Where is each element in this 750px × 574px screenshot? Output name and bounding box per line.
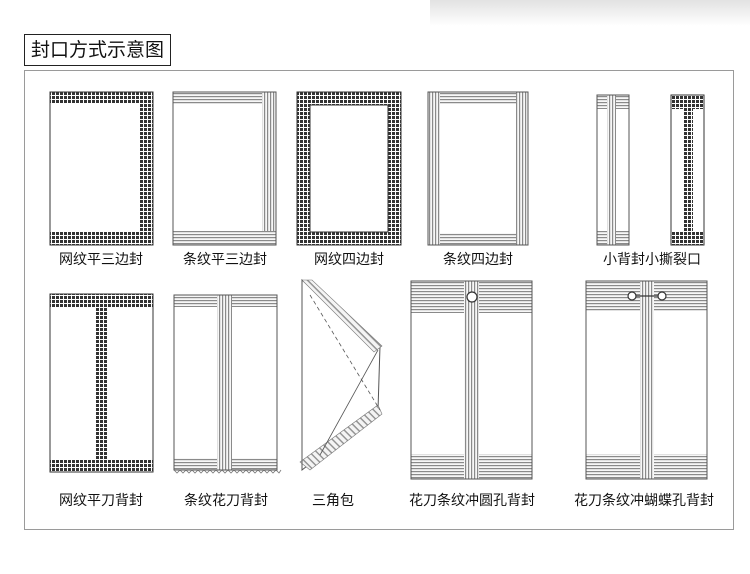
label-mesh-flat-three-side-seal: 网纹平三边封: [59, 252, 143, 268]
small-back-seal-tear-notch-bags: [596, 94, 705, 246]
label-stripe-pinking-back-seal: 条纹花刀背封: [184, 493, 268, 509]
label-pinking-stripe-round-hole-back-seal: 花刀条纹冲圆孔背封: [409, 493, 535, 509]
pinking-stripe-round-hole-back-seal-bag: [410, 280, 533, 480]
top-shadow: [430, 0, 750, 26]
label-small-back-seal-tear-notch: 小背封小撕裂口: [603, 252, 701, 268]
page-title: 封口方式示意图: [24, 34, 172, 66]
mesh-four-side-seal-bag: [296, 91, 402, 246]
label-mesh-four-side-seal: 网纹四边封: [314, 252, 384, 268]
diagram-frame: [24, 70, 734, 530]
label-mesh-flat-knife-back-seal: 网纹平刀背封: [59, 493, 143, 509]
label-stripe-four-side-seal: 条纹四边封: [443, 252, 513, 268]
triangle-pack: [299, 278, 383, 472]
label-triangle-pack: 三角包: [312, 493, 354, 509]
stripe-pinking-back-seal-bag: [173, 294, 282, 474]
label-pinking-stripe-butterfly-hole-back-seal: 花刀条纹冲蝴蝶孔背封: [574, 493, 714, 509]
mesh-flat-three-side-seal-bag: [49, 91, 154, 246]
pinking-stripe-butterfly-hole-back-seal-bag: [585, 280, 708, 480]
stripe-four-side-seal-bag: [427, 91, 529, 246]
stripe-flat-three-side-seal-bag: [172, 91, 277, 246]
label-stripe-flat-three-side-seal: 条纹平三边封: [183, 252, 267, 268]
mesh-flat-knife-back-seal-bag: [49, 293, 154, 473]
